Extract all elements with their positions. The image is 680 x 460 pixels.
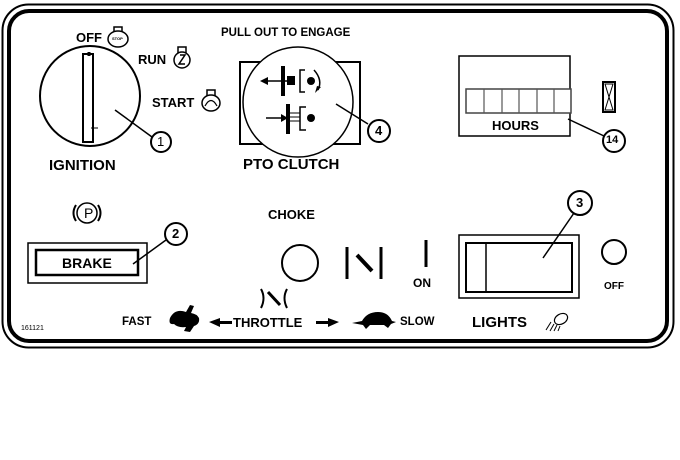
- ignition-title: IGNITION: [49, 157, 116, 174]
- rabbit-fast-icon: [169, 305, 200, 332]
- callout-14-number: 14: [606, 134, 619, 146]
- pto-disengage-icon: [260, 66, 321, 96]
- callout-leader-3: [542, 212, 575, 259]
- callout-1: [150, 131, 172, 153]
- ignition-run-label: RUN: [138, 52, 167, 67]
- hour-meter-digit-cells: [483, 89, 555, 113]
- engine-stop-icon-text: STOP: [112, 36, 123, 41]
- engine-run-icon: [173, 46, 191, 69]
- engine-stop-icon: [107, 26, 129, 48]
- choke-on-label: ON: [413, 276, 431, 290]
- callout-4-number: 4: [375, 123, 383, 138]
- callout-2: [164, 222, 188, 246]
- ignition-switch[interactable]: [39, 45, 141, 147]
- lights-title: LIGHTS: [472, 314, 527, 331]
- lights-rocker-switch[interactable]: [458, 234, 580, 299]
- headlight-icon: [545, 312, 569, 332]
- callout-3-number: 3: [576, 195, 584, 210]
- callout-leader-1: [114, 109, 153, 138]
- hourglass-icon: [602, 81, 616, 113]
- ignition-start-label: START: [152, 95, 195, 110]
- parking-brake-symbol: [72, 202, 102, 224]
- choke-knob[interactable]: [281, 244, 319, 282]
- callout-2-number: 2: [172, 226, 180, 241]
- callout-14: [602, 129, 626, 153]
- lights-off-indicator: [601, 239, 627, 265]
- hour-meter: [458, 55, 572, 137]
- throttle-arrow-right-icon: [316, 318, 339, 327]
- turtle-slow-icon: [352, 312, 396, 329]
- pto-clutch-knob[interactable]: [239, 46, 361, 158]
- choke-title: CHOKE: [268, 207, 315, 222]
- hours-title: HOURS: [492, 118, 539, 133]
- ignition-off-label: OFF: [76, 30, 102, 45]
- throttle-title: THROTTLE: [233, 315, 303, 330]
- throttle-valve-icon: [260, 288, 288, 309]
- brake-label: BRAKE: [62, 255, 112, 271]
- lights-off-label: OFF: [604, 281, 624, 292]
- parking-brake-p: P: [84, 205, 94, 221]
- panel-inner-border: [7, 9, 669, 343]
- pto-instruction: PULL OUT TO ENGAGE: [221, 27, 351, 39]
- choke-closed-icon: [345, 247, 383, 279]
- panel-outer-border: [1, 3, 675, 349]
- callout-1-number: 1: [157, 134, 165, 149]
- throttle-slow-label: SLOW: [400, 316, 435, 328]
- callout-leader-4: [335, 103, 369, 125]
- figure-id: 161121: [21, 325, 44, 332]
- callout-leader-2: [132, 239, 167, 265]
- throttle-arrow-left-icon: [209, 318, 232, 327]
- callout-4: [367, 119, 391, 143]
- engine-start-icon: [201, 89, 221, 112]
- throttle-fast-label: FAST: [122, 316, 152, 328]
- callout-3: [567, 190, 593, 216]
- pto-engage-icon: [266, 104, 315, 134]
- callout-leader-14: [567, 118, 605, 137]
- brake-switch[interactable]: [27, 242, 148, 284]
- pto-title: PTO CLUTCH: [243, 156, 340, 173]
